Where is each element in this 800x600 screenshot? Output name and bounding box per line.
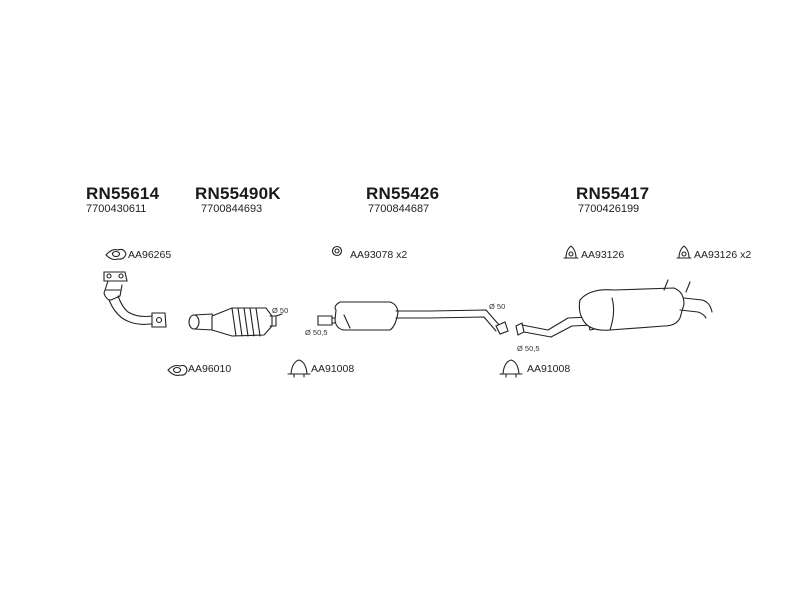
- catalytic-converter-part[interactable]: [188, 307, 283, 337]
- rubber-hanger-icon[interactable]: [676, 245, 692, 259]
- accessory-label-clamp-left[interactable]: AA91008: [311, 363, 355, 375]
- part-code-catalyst[interactable]: RN55490K: [195, 184, 281, 203]
- part-code-middle-silencer[interactable]: RN55426: [366, 184, 440, 203]
- oem-number-front-pipe: 7700430611: [86, 203, 147, 215]
- rear-silencer-part[interactable]: [515, 279, 713, 338]
- oem-number-middle-silencer: 7700844687: [368, 203, 430, 215]
- diameter-label-mid-inlet: Ø 50,5: [305, 328, 328, 337]
- accessory-label-hanger-1[interactable]: AA93126: [581, 249, 625, 261]
- rubber-hanger-icon[interactable]: [563, 245, 579, 259]
- diameter-label-cat-outlet: Ø 50: [272, 306, 289, 315]
- gasket-icon[interactable]: [105, 248, 127, 261]
- accessory-label-hanger-2[interactable]: AA93126 x2: [694, 249, 752, 261]
- accessory-label-gasket-bottom[interactable]: AA96010: [188, 363, 232, 375]
- part-code-rear-silencer[interactable]: RN55417: [576, 184, 650, 203]
- ring-icon[interactable]: [331, 245, 343, 257]
- clamp-icon[interactable]: [287, 359, 311, 378]
- accessory-label-gasket-top[interactable]: AA96265: [128, 249, 172, 261]
- diameter-label-mid-outlet: Ø 50: [489, 302, 506, 311]
- gasket-icon[interactable]: [167, 364, 188, 376]
- middle-silencer-part[interactable]: [317, 301, 509, 335]
- part-code-front-pipe[interactable]: RN55614: [86, 184, 160, 203]
- oem-number-rear-silencer: 7700426199: [578, 203, 640, 215]
- accessory-label-clamp-right[interactable]: AA91008: [527, 363, 571, 375]
- front-pipe-part[interactable]: [103, 271, 167, 328]
- accessory-label-ring[interactable]: AA93078 x2: [350, 249, 408, 261]
- diameter-label-rear-inlet: Ø 50,5: [517, 344, 540, 353]
- oem-number-catalyst: 7700844693: [201, 203, 263, 215]
- clamp-icon[interactable]: [499, 359, 523, 378]
